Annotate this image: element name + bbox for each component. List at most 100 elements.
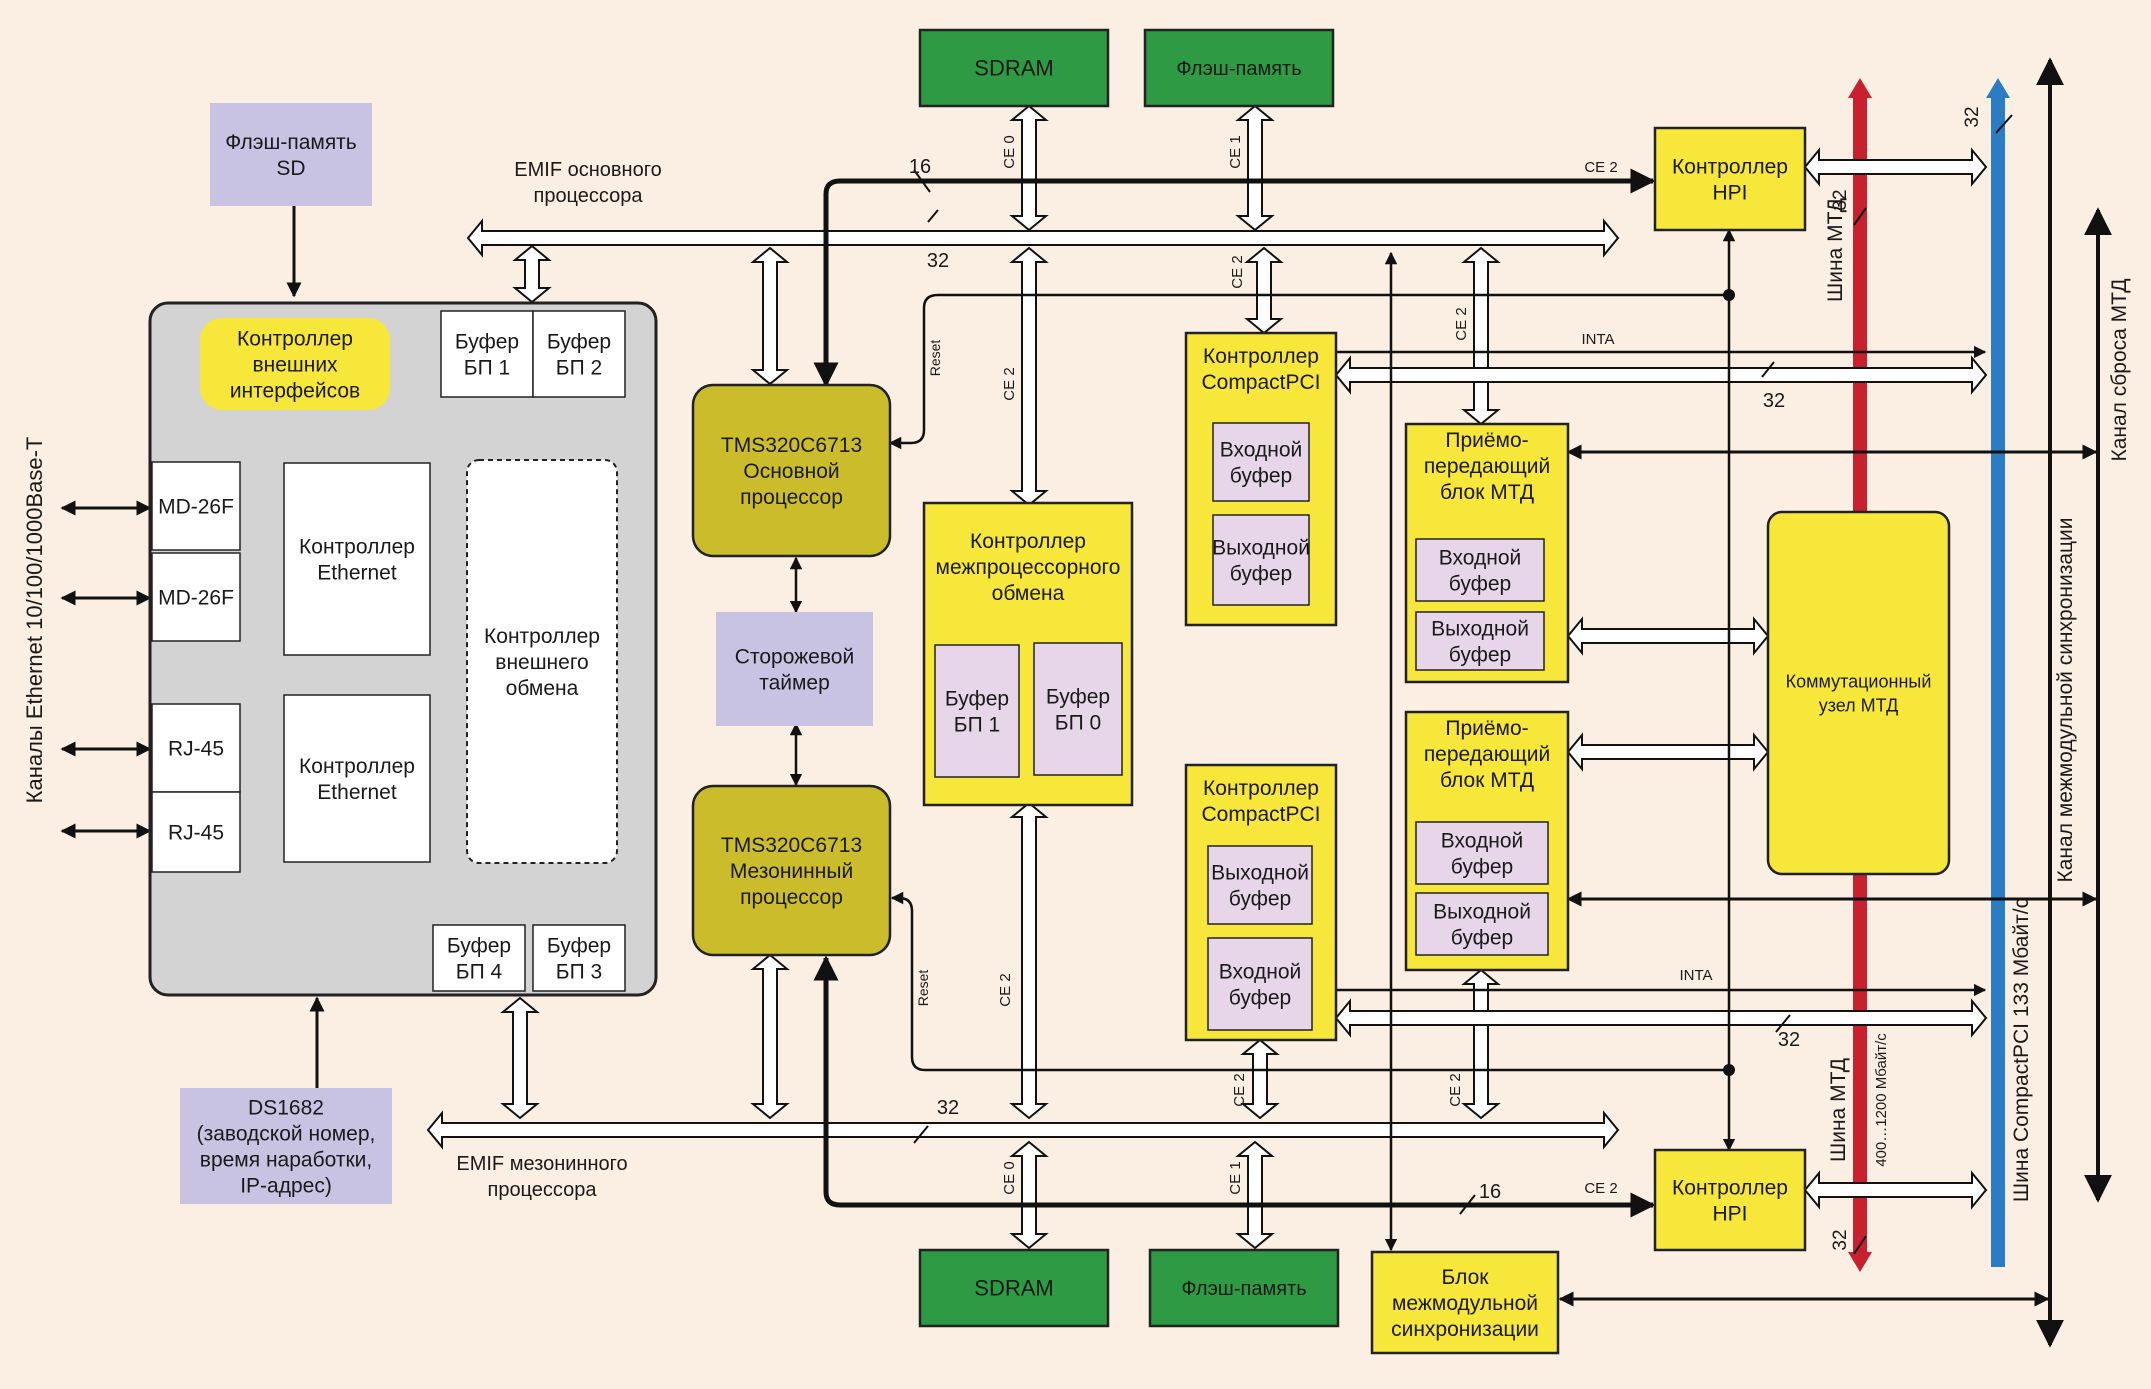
rj45-1-label: RJ-45	[168, 737, 224, 760]
w32-emif-top-label: 32	[927, 250, 949, 272]
sync-channel-label: Канал межмодульной синхронизации	[2054, 518, 2077, 883]
reset-top-label: Reset	[927, 340, 943, 377]
bus-mtd2-to-emif	[1461, 968, 1501, 1120]
ce0-bottom-label: CE 0	[1001, 1161, 1018, 1194]
ce2-bottom-b-label: CE 2	[1447, 1073, 1464, 1106]
ce1-top-label: CE 1	[1227, 135, 1244, 168]
w32-hpi-top-a-label: 32	[1962, 106, 1983, 127]
bus-emif-to-ext-bottom	[500, 996, 540, 1120]
ce0-top-label: CE 0	[1001, 135, 1018, 168]
w32-emif-bottom-label: 32	[937, 1097, 959, 1119]
cpci-bus-blue	[1986, 78, 2010, 1267]
sdram-bottom-label: SDRAM	[974, 1276, 1053, 1301]
flash-top-label: Флэш-память	[1176, 58, 1301, 80]
bus-emif-to-ext	[512, 244, 552, 304]
junction-dot	[1723, 1064, 1735, 1076]
inta-bottom-label: INTA	[1679, 967, 1712, 984]
bus-cpci1-cpci	[1334, 355, 1988, 395]
inta-top-label: INTA	[1581, 331, 1614, 348]
bus-hpi-top-cpci	[1803, 147, 1988, 187]
w32-cpci-top-label: 32	[1763, 390, 1785, 412]
emif-mezzanine-bus	[426, 1110, 1620, 1150]
md26f-1-block: MD-26F	[151, 461, 241, 551]
ce2-top-a-label: CE 2	[1229, 255, 1246, 288]
w32-cpci-bottom-label: 32	[1778, 1029, 1800, 1051]
ce2-top-b-label: CE 2	[1453, 307, 1470, 340]
double-line-buses	[426, 104, 1988, 1250]
bus-cpci2-cpci	[1334, 998, 1988, 1038]
ce2-cpu-top-label: CE 2	[1001, 367, 1018, 400]
ce1-bottom-label: CE 1	[1227, 1161, 1244, 1194]
rj45-2-label: RJ-45	[168, 821, 224, 844]
sdram-bottom-block: SDRAM	[918, 1248, 1110, 1328]
bus-hpi-bottom-cpci	[1803, 1170, 1988, 1210]
ce2-cpu-bottom-label: CE 2	[997, 973, 1014, 1006]
sdram-top-label: SDRAM	[974, 56, 1053, 81]
bus-cpci-label: Шина CompactPCI 133 Мбайт/с	[2010, 898, 2033, 1202]
ce2-bottom-a-label: CE 2	[1231, 1073, 1248, 1106]
md26f-2-block: MD-26F	[151, 552, 241, 642]
bus-cpci2-to-emif	[1240, 1038, 1280, 1120]
flash-bottom-label: Флэш-память	[1181, 1278, 1306, 1300]
flash-top-block: Флэш-память	[1143, 28, 1335, 108]
rj45-1-block: RJ-45	[151, 703, 241, 793]
ce2-hpi-top-label: CE 2	[1584, 159, 1617, 176]
w32-hpi-bottom-label: 32	[1830, 1229, 1851, 1250]
w32-hpi-top-b-label: 32	[1830, 189, 1851, 210]
reset-bottom-label: Reset	[915, 970, 931, 1007]
rj45-2-block: RJ-45	[151, 791, 241, 873]
sdram-top-block: SDRAM	[918, 28, 1110, 108]
md26f-2-label: MD-26F	[158, 586, 234, 609]
bus-emif-to-main-cpu	[750, 246, 790, 386]
junction-dot	[1723, 289, 1735, 301]
bus-emif-to-mezz-cpu	[750, 953, 790, 1120]
w16-bottom-label: 16	[1479, 1181, 1501, 1203]
bus-mtd-bottom-label: Шина МТД	[1827, 1058, 1850, 1162]
bus-mtd1-switch	[1566, 616, 1770, 656]
ethernet-channels-label: Каналы Ethernet 10/100/1000Base-T	[22, 437, 47, 804]
